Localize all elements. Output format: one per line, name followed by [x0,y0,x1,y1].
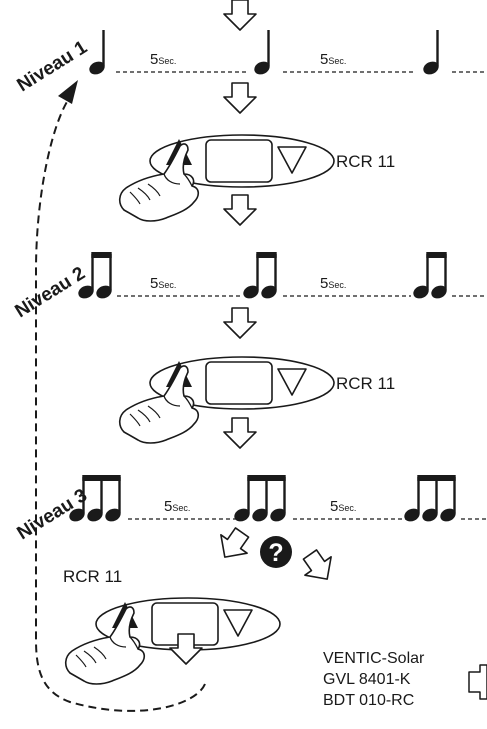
interval-label: 5Sec. [320,51,346,68]
interval-label: 5Sec. [320,275,346,292]
interval-label: 5Sec. [164,498,190,515]
device-name: GVL 8401-K [323,671,411,688]
beamed-double-note-icon [410,250,450,303]
beamed-double-note-icon [240,250,280,303]
flow-arrow-icon [223,307,257,339]
loop-arrowhead-icon [58,80,78,104]
hollow-arrow-icon [468,664,487,700]
remote-label: RCR 11 [336,374,395,393]
beamed-triple-note-icon [401,473,459,526]
interval-label: 5Sec. [330,498,356,515]
level-2-label: Niveau 2 [12,263,89,322]
flow-arrow-icon [210,522,256,568]
remote-label: RCR 11 [63,567,122,586]
eighth-note-icon [251,28,273,79]
device-name: BDT 010-RC [323,692,414,709]
flow-arrow-icon [223,82,257,114]
question-circle-icon: ? [260,536,292,568]
interval-label: 5Sec. [150,51,176,68]
flow-arrow-icon [223,194,257,226]
interval-label: 5Sec. [150,275,176,292]
flow-arrow-icon [223,0,257,31]
flow-arrow-icon [223,417,257,449]
question-glyph: ? [268,539,283,567]
loop-back-path [35,99,206,712]
device-name: VENTIC-Solar [323,650,425,667]
level-1-label: Niveau 1 [14,37,92,96]
eighth-note-icon [86,28,108,79]
remote-label: RCR 11 [336,152,395,171]
beamed-triple-note-icon [231,473,289,526]
flow-arrow-icon [296,544,342,590]
eighth-note-icon [420,28,442,79]
